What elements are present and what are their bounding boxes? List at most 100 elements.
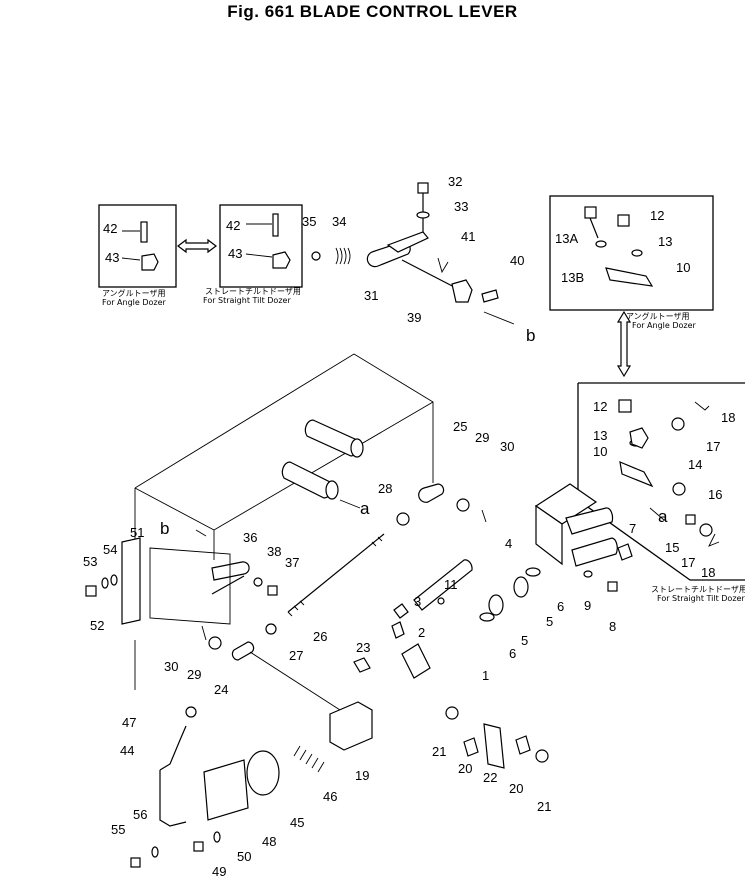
bolt-12-right <box>618 399 632 413</box>
bracket-lever-1 <box>401 643 431 679</box>
bolt-12-inset <box>617 214 630 227</box>
caption-angle-jp-left: アングルトーザ用 <box>102 288 166 298</box>
bush-20-left <box>463 737 479 757</box>
label-b-top: b <box>526 326 535 345</box>
label-39: 39 <box>407 310 421 325</box>
label-42-right: 42 <box>226 218 240 233</box>
cylinder-lower <box>281 461 333 499</box>
label-46: 46 <box>323 789 337 804</box>
nut-29-top <box>456 498 470 512</box>
bolt-49 <box>193 841 204 852</box>
label-17-top: 17 <box>706 439 720 454</box>
nut-28 <box>396 512 410 526</box>
label-6-top: 6 <box>557 599 564 614</box>
nut-27 <box>265 623 277 635</box>
label-55: 55 <box>111 822 125 837</box>
bracket-10-inset <box>605 267 654 287</box>
bolt-37 <box>267 585 278 596</box>
caption-straight-en-right: For Straight Tilt Dozer <box>657 594 745 603</box>
label-20-right: 20 <box>509 781 523 796</box>
caption-angle-en-left: For Angle Dozer <box>102 298 167 307</box>
bracket-10-right <box>619 461 654 488</box>
label-23: 23 <box>356 640 370 655</box>
caption-straight-jp-right: ストレートチルトドーザ用 <box>651 585 745 594</box>
label-13-inset: 13 <box>658 234 672 249</box>
pin-18-top <box>694 401 710 411</box>
link-14 <box>629 427 649 449</box>
washer-13-inset <box>631 249 643 257</box>
fitting-3 <box>393 603 409 619</box>
nut-16 <box>672 482 686 496</box>
label-6-bottom: 6 <box>509 646 516 661</box>
washer-53 <box>101 577 109 589</box>
label-21-left: 21 <box>432 744 446 759</box>
label-26: 26 <box>313 629 327 644</box>
shaft-1 <box>413 559 473 611</box>
nut-21-right <box>535 749 549 763</box>
bracket-4-tube <box>565 507 614 535</box>
bolt-55 <box>130 857 141 868</box>
double-arrow-vertical <box>616 310 632 378</box>
bush-5-bottom <box>488 594 504 616</box>
nut-29-bottom <box>208 636 222 650</box>
washer-50 <box>213 831 221 843</box>
cylinder-upper <box>304 419 360 457</box>
straight-tilt-inset <box>219 204 303 288</box>
label-30-top: 30 <box>500 439 514 454</box>
label-31: 31 <box>364 288 378 303</box>
label-21-right: 21 <box>537 799 551 814</box>
washer-33 <box>416 211 430 219</box>
label-13-right: 13 <box>593 428 607 443</box>
pin-30-bottom <box>201 625 207 641</box>
label-52: 52 <box>90 618 104 633</box>
rod-26-threads <box>287 536 383 617</box>
lever-36 <box>211 561 250 581</box>
ball-11 <box>437 597 445 605</box>
label-10-inset: 10 <box>676 260 690 275</box>
label-54: 54 <box>103 542 117 557</box>
label-43-right: 43 <box>228 246 242 261</box>
caption-angle-en-right: For Angle Dozer <box>632 321 697 330</box>
cover-plate <box>149 547 231 625</box>
part-7 <box>617 543 633 561</box>
caption-straight-jp-top: ストレートチルトドーザ用 <box>205 287 301 296</box>
nut-17-top <box>671 417 685 431</box>
label-28: 28 <box>378 481 392 496</box>
bolt-52 <box>85 585 97 597</box>
arrow-b-top <box>483 311 515 325</box>
label-29-bottom: 29 <box>187 667 201 682</box>
washer-9 <box>583 570 593 578</box>
label-12-right: 12 <box>593 399 607 414</box>
nut-21-left <box>445 706 459 720</box>
bolt-15 <box>685 514 696 525</box>
plate-45 <box>246 750 280 796</box>
pin-41 <box>437 257 449 274</box>
label-a-right: a <box>658 507 668 526</box>
label-12-inset: 12 <box>650 208 664 223</box>
nut-6-top <box>525 567 541 577</box>
angle-dozer-inset-right <box>549 195 714 311</box>
bracket-4-tube-lower <box>571 537 618 567</box>
label-47: 47 <box>122 715 136 730</box>
pin-40 <box>481 289 499 303</box>
label-43-left: 43 <box>105 250 119 265</box>
label-13A: 13A <box>555 231 578 246</box>
label-29-top: 29 <box>475 430 489 445</box>
washer-56 <box>151 846 159 858</box>
pin-42-right <box>272 213 279 237</box>
bolt-8 <box>607 581 618 592</box>
nut-6-bottom <box>479 612 495 622</box>
plate-48 <box>203 759 249 821</box>
block-19 <box>329 701 373 751</box>
label-32: 32 <box>448 174 462 189</box>
label-51: 51 <box>130 525 144 540</box>
lever-44 <box>159 725 187 827</box>
pin-30-top <box>481 509 487 523</box>
label-14: 14 <box>688 457 702 472</box>
straight-tilt-inset-right <box>577 382 745 581</box>
nut-17-bottom <box>699 523 713 537</box>
cylinder-upper-end <box>350 438 364 458</box>
washer-54 <box>110 574 118 586</box>
label-25: 25 <box>453 419 467 434</box>
block-43-right <box>272 251 291 269</box>
